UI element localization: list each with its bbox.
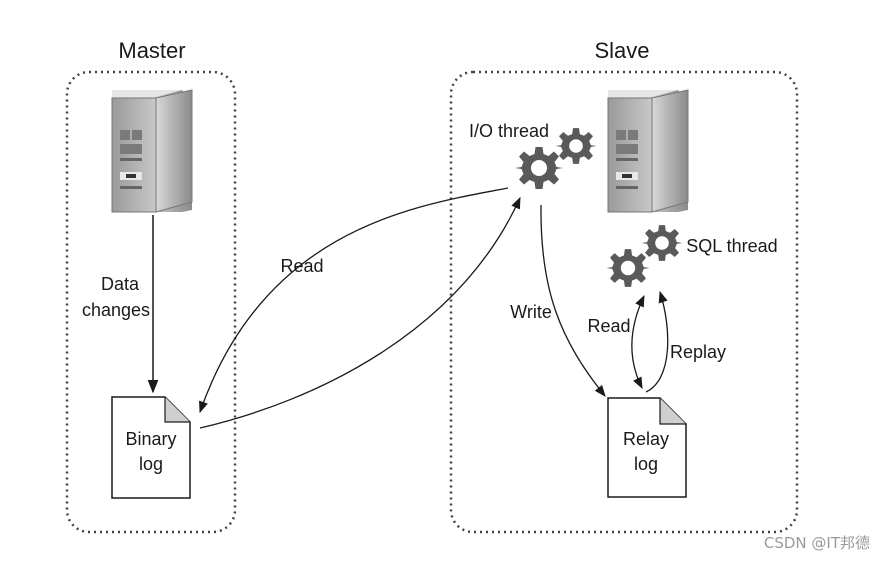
sql-thread-label: SQL thread: [686, 236, 777, 256]
document-icon: [111, 396, 191, 499]
binlog-return-arrow: [199, 196, 521, 429]
write-arrow: [540, 204, 606, 397]
document-icon: [607, 397, 687, 498]
sql-read-label: Read: [587, 316, 630, 336]
data-changes-label-line2: changes: [82, 300, 150, 320]
gear-icon: [606, 249, 650, 287]
master-box: [65, 70, 237, 534]
replay-label: Replay: [670, 342, 726, 362]
binary-log-label-line2: log: [139, 454, 163, 474]
server-icon: [111, 89, 193, 213]
slave-box: [449, 70, 799, 534]
gear-icon: [641, 225, 683, 261]
relay-log-label-line1: Relay: [623, 429, 669, 449]
server-icon: [607, 89, 689, 213]
relay-log-label-line2: log: [634, 454, 658, 474]
write-label: Write: [510, 302, 552, 322]
master-title: Master: [118, 38, 185, 63]
binary-log-label-line1: Binary: [125, 429, 176, 449]
slave-title: Slave: [594, 38, 649, 63]
io-thread-label: I/O thread: [469, 121, 549, 141]
data-changes-label-line1: Data: [101, 274, 140, 294]
read-label: Read: [280, 256, 323, 276]
gear-icon: [555, 128, 597, 164]
sql-read-arrow: [631, 294, 645, 390]
read-request-arrow: [199, 187, 509, 414]
watermark: CSDN @IT邦德: [764, 534, 870, 552]
gear-icon: [515, 147, 563, 189]
replay-arrow: [645, 290, 669, 393]
